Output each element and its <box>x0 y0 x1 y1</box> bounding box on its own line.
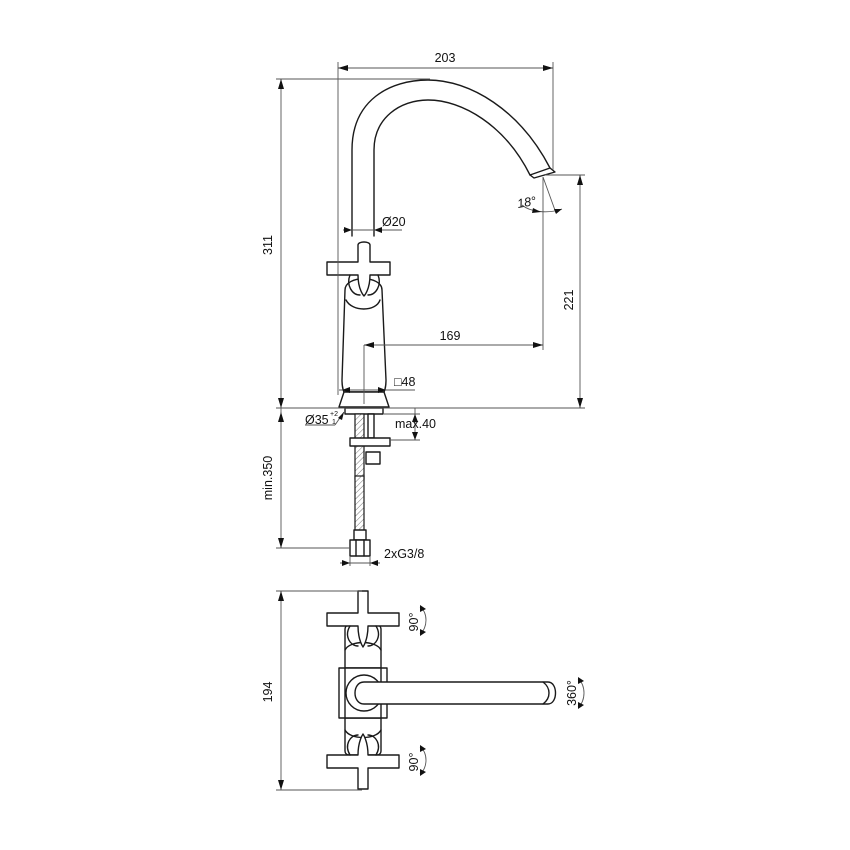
dim-base-square: □48 <box>394 375 416 389</box>
dim-overall-width: 194 <box>261 682 275 703</box>
dim-spout-reach: 203 <box>435 51 456 65</box>
faucet-body <box>338 278 390 415</box>
dim-hole-diameter-group: Ø35 +2 1 <box>305 411 338 427</box>
dim-top-handle-rotation: 90° <box>407 613 421 632</box>
side-view: 203 311 221 169 Ø20 □48 18° Ø35 +2 1 max… <box>261 51 585 566</box>
dim-spout-diameter: Ø20 <box>382 215 406 229</box>
dimension-lines-side <box>276 62 585 566</box>
dim-outlet-projection: 169 <box>440 329 461 343</box>
dim-hole-tol-lower: 1 <box>332 419 336 426</box>
dim-max-deck: max.40 <box>395 417 436 431</box>
dimension-lines-top <box>276 590 585 791</box>
dim-total-height: 311 <box>261 235 275 255</box>
dim-bottom-handle-rotation: 90° <box>407 753 421 772</box>
mounting-assembly <box>349 413 391 557</box>
dim-spout-rotation: 360° <box>565 680 579 706</box>
spout <box>351 79 556 237</box>
cross-handle-bottom <box>326 733 400 790</box>
dim-hole-tol-upper: +2 <box>330 411 338 418</box>
cross-handle-top <box>326 590 400 648</box>
cross-handle-side <box>326 241 391 297</box>
dim-hose-length: min.350 <box>261 456 275 501</box>
spout-top <box>345 674 557 712</box>
dim-hole-diameter: Ø35 <box>305 413 329 427</box>
top-view: 194 90° 90° 360° <box>261 590 585 791</box>
dim-outlet-height: 221 <box>562 290 576 311</box>
dim-outlet-angle: 18° <box>516 194 537 211</box>
dim-connection-thread: 2xG3/8 <box>384 547 424 561</box>
